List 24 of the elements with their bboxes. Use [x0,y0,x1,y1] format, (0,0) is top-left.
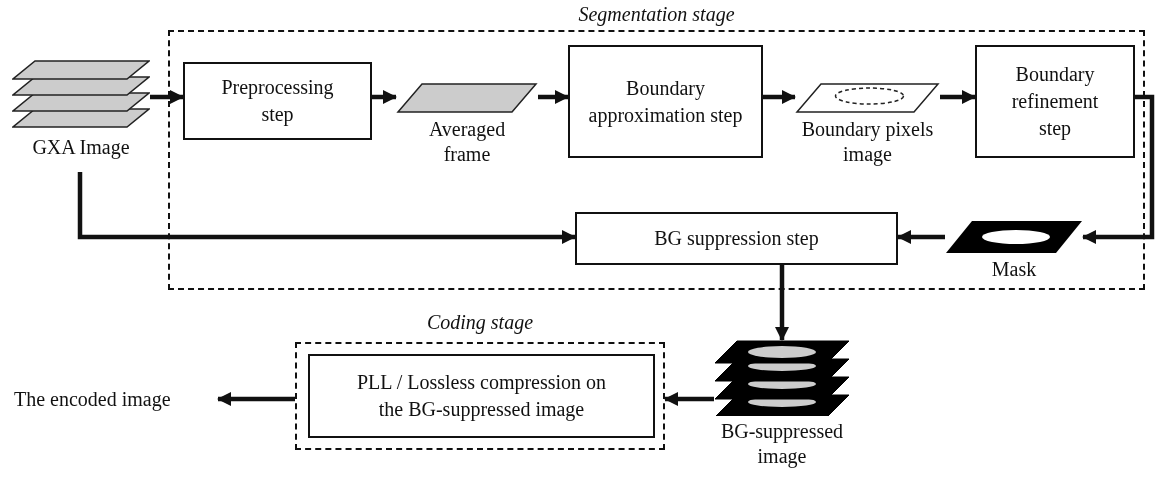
image-label: Boundary pixels image [800,117,935,167]
arrow [897,230,945,244]
arrow [217,392,295,406]
process-box: Preprocessing step [183,62,372,140]
arrow [940,90,976,104]
image-label: Mask [991,257,1037,282]
arrow [372,90,397,104]
arrow [763,90,796,104]
process-box: Boundary refinement step [975,45,1135,158]
arrow [664,392,714,406]
output-label: The encoded image [14,384,218,414]
process-box: Boundary approximation step [568,45,763,158]
arrow [1082,94,1155,244]
image-label: Averaged frame [427,117,507,167]
arrow [150,90,184,104]
process-box: PLL / Lossless compression on the BG-suppressed image [308,354,655,438]
stage-heading: Segmentation stage [577,2,736,26]
arrow [77,172,576,244]
image-label: GXA Image [32,135,130,160]
process-box: BG suppression step [575,212,898,265]
arrow [538,90,569,104]
stage-heading: Coding stage [425,310,535,334]
arrow [775,265,789,341]
image-label: BG-suppressed image [719,419,845,469]
